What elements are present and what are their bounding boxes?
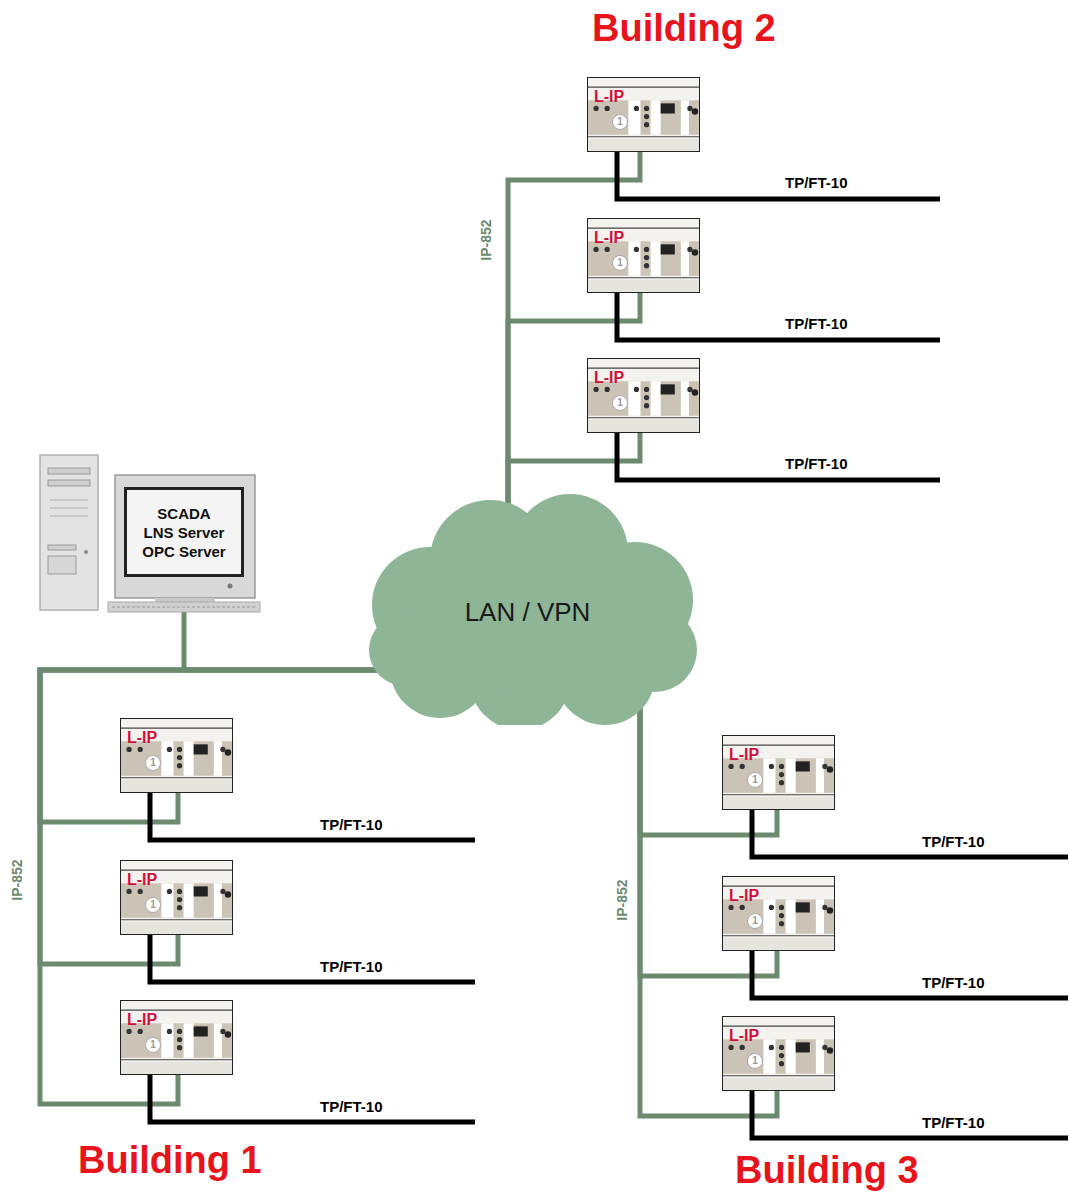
lip-router-box: L-IP 1 [587, 358, 700, 433]
bus-label: TP/FT-10 [785, 456, 848, 473]
tp-wire [752, 810, 1068, 857]
device-name: L-IP [729, 888, 759, 904]
bus-label: TP/FT-10 [320, 959, 383, 976]
network-cloud: LAN / VPN [355, 490, 700, 725]
building-title: Building 3 [735, 1150, 919, 1192]
screen-text: SCADA [157, 504, 210, 523]
screen-text: OPC Server [142, 542, 225, 561]
bus-label: TP/FT-10 [922, 834, 985, 851]
lip-router-box: L-IP 1 [722, 1016, 835, 1091]
tp-wire [150, 1075, 475, 1122]
port-number: 1 [145, 897, 161, 913]
port-number: 1 [612, 395, 628, 411]
device-name: L-IP [127, 872, 157, 888]
bus-label: TP/FT-10 [320, 1099, 383, 1116]
bus-label: TP/FT-10 [922, 975, 985, 992]
port-number: 1 [145, 755, 161, 771]
tp-wire [752, 951, 1068, 998]
port-number: 1 [747, 1053, 763, 1069]
port-number: 1 [612, 255, 628, 271]
bus-label: TP/FT-10 [785, 175, 848, 192]
tp-wire [617, 293, 940, 340]
lip-router-box: L-IP 1 [120, 1000, 233, 1075]
lip-router-box: L-IP 1 [587, 218, 700, 293]
building-title: Building 1 [78, 1140, 262, 1182]
bus-label: TP/FT-10 [785, 316, 848, 333]
bus-label: TP/FT-10 [320, 817, 383, 834]
device-name: L-IP [729, 747, 759, 763]
device-name: L-IP [594, 230, 624, 246]
building-title: Building 2 [592, 8, 776, 50]
device-name: L-IP [594, 370, 624, 386]
tp-ft10-wires [150, 152, 1068, 1138]
lip-router-box: L-IP 1 [120, 860, 233, 935]
lip-router-box: L-IP 1 [722, 876, 835, 951]
port-number: 1 [747, 913, 763, 929]
bus-label: IP-852 [615, 879, 630, 920]
device-name: L-IP [127, 1012, 157, 1028]
lip-router-box: L-IP 1 [120, 718, 233, 793]
tp-wire [617, 152, 940, 199]
tp-wire [752, 1091, 1068, 1138]
cloud-label: LAN / VPN [465, 597, 591, 628]
ip852-link [640, 685, 777, 835]
lip-router-box: L-IP 1 [722, 735, 835, 810]
tp-wire [617, 433, 940, 480]
port-number: 1 [612, 114, 628, 130]
tp-wire [150, 793, 475, 840]
tp-wire [150, 935, 475, 982]
port-number: 1 [747, 772, 763, 788]
pc-tower [40, 455, 98, 610]
device-name: L-IP [729, 1028, 759, 1044]
ip852-link [40, 670, 377, 822]
port-number: 1 [145, 1037, 161, 1053]
bus-label: TP/FT-10 [922, 1115, 985, 1132]
pc-monitor [108, 475, 260, 612]
bus-label: IP-852 [479, 219, 494, 260]
device-name: L-IP [127, 730, 157, 746]
screen-text: LNS Server [144, 523, 225, 542]
monitor-screen: SCADALNS ServerOPC Server [124, 487, 244, 577]
ip852-link [40, 670, 377, 1104]
bus-label: IP-852 [10, 859, 25, 900]
lip-router-box: L-IP 1 [587, 77, 700, 152]
device-name: L-IP [594, 89, 624, 105]
